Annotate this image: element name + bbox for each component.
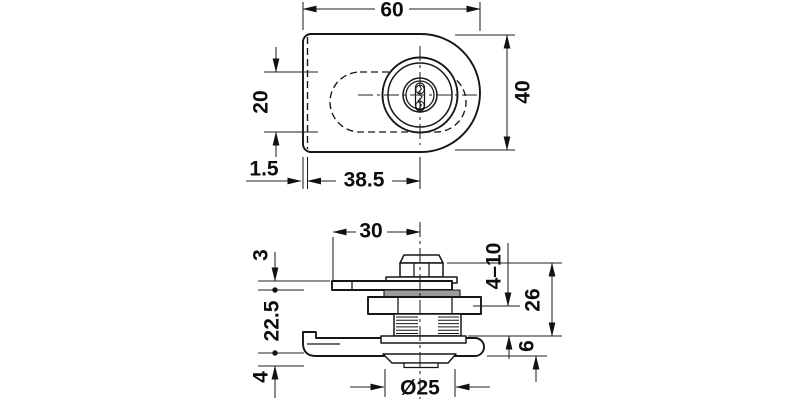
clamp-washer (380, 335, 467, 344)
lock-plate-outline (302, 33, 481, 153)
dim-label-cam-span: 20 (250, 90, 273, 113)
side-view: 30 3 22.5 4 4–10 26 6 Ø25 (250, 220, 562, 400)
dim-label-top-height: 40 (512, 80, 535, 103)
serrated-washer (383, 289, 461, 298)
dim-dot-22-5-top (272, 287, 278, 293)
bottom-flange-step (403, 362, 439, 369)
spindle-nut-body (399, 262, 444, 278)
hex-nut (367, 296, 482, 315)
hidden-cam-outline (329, 71, 467, 133)
thread-lines (396, 316, 459, 334)
cam-lever (331, 280, 453, 291)
dim-label-flange-lip: 4 (250, 371, 273, 383)
dim-label-clamp-range: 4–10 (483, 243, 506, 290)
dim-dot-22-5-bottom (272, 350, 278, 356)
dim-label-cam-length: 30 (359, 220, 382, 243)
extension-lines-side-view (258, 237, 562, 397)
hex-nut-facets (397, 297, 453, 314)
top-view: 60 40 20 1.5 38.5 (246, 0, 535, 192)
key-bitting-line (417, 84, 423, 110)
base-plate-profile (302, 331, 485, 357)
dim-label-housing-depth: 22.5 (261, 300, 284, 341)
dim-label-top-width: 60 (380, 0, 403, 22)
dim-label-body-height: 26 (522, 288, 545, 311)
dim-label-center-offset: 38.5 (344, 169, 385, 192)
spindle-nut-cap (399, 254, 444, 264)
dim-label-cam-thickness: 3 (250, 249, 273, 261)
extension-lines-top-view (264, 2, 515, 189)
spindle-nut-facets (413, 263, 430, 277)
dim-label-glass-inset: 1.5 (249, 158, 279, 181)
dim-label-base-height: 6 (516, 340, 539, 352)
